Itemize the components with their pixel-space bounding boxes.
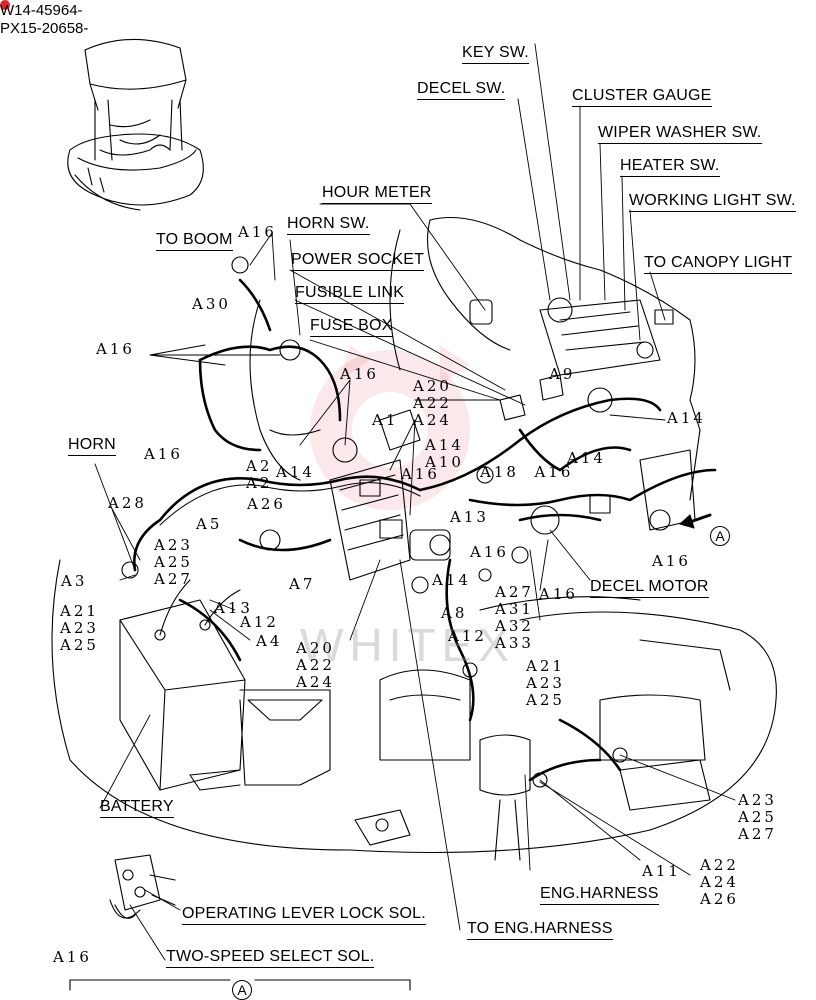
ref-a12: A12 <box>240 613 279 631</box>
ref-a3: A3 <box>61 572 88 590</box>
ref-a20-a22-a24-top: A20 A22 A24 <box>413 377 452 429</box>
ref-a16-mid: A16 <box>340 365 379 383</box>
label-battery: BATTERY <box>100 798 174 818</box>
ref-a8: A8 <box>441 604 468 622</box>
ref-a1: A1 <box>372 411 399 429</box>
label-to-boom: TO BOOM <box>156 231 233 251</box>
label-decel-sw: DECEL SW. <box>417 80 506 100</box>
label-fuse-box: FUSE BOX <box>310 317 393 337</box>
ref-a13-b: A13 <box>214 599 253 617</box>
label-to-eng-harness: TO ENG.HARNESS <box>467 920 613 940</box>
ref-a4: A4 <box>256 632 283 650</box>
leader-lines <box>94 43 736 961</box>
watermark: WHITEX <box>300 619 515 671</box>
ref-a16-detail: A16 <box>53 948 92 966</box>
label-fusible-link: FUSIBLE LINK <box>295 284 405 304</box>
label-horn-sw: HORN SW. <box>287 215 370 235</box>
ref-a16-left: A16 <box>96 340 135 358</box>
red-marker-icon <box>0 0 10 10</box>
label-key-sw: KEY SW. <box>462 44 529 64</box>
label-cluster-gauge: CLUSTER GAUGE <box>572 87 712 107</box>
ref-a30: A30 <box>192 295 231 313</box>
ref-a16-decel: A16 <box>539 585 578 603</box>
label-heater-sw: HEATER SW. <box>620 157 720 177</box>
ref-a12-b: A12 <box>448 627 487 645</box>
logo-watermark <box>310 345 470 510</box>
ref-a14-right: A14 <box>667 409 706 427</box>
ref-a11: A11 <box>642 862 681 880</box>
label-wiper-washer-sw: WIPER WASHER SW. <box>598 124 762 144</box>
detail-a-marker: A <box>710 526 730 546</box>
label-power-socket: POWER SOCKET <box>291 251 425 271</box>
serial-1: W14-45964- <box>0 2 83 19</box>
ref-a28: A28 <box>108 494 147 512</box>
label-to-canopy-light: TO CANOPY LIGHT <box>644 254 793 274</box>
ref-a2-a21: A2 A2 <box>246 457 273 492</box>
ref-a5: A5 <box>196 515 223 533</box>
ref-a16-top: A16 <box>238 223 277 241</box>
ref-a21-a23-a25-bat: A21 A23 A25 <box>60 602 99 654</box>
ref-a10-a14: A14 A10 <box>425 436 464 471</box>
ref-a14-a: A14 <box>276 463 315 481</box>
label-operating-lever-lock-sol: OPERATING LEVER LOCK SOL. <box>182 905 426 925</box>
label-horn: HORN <box>68 436 116 456</box>
ref-a16-c: A16 <box>401 465 440 483</box>
ref-a26: A26 <box>247 495 286 513</box>
detail-a-caption: A <box>232 980 252 1000</box>
ref-a13: A13 <box>450 508 489 526</box>
ref-a16-e: A16 <box>470 543 509 561</box>
label-two-speed-select-sol: TWO-SPEED SELECT SOL. <box>166 948 375 968</box>
ref-a16-horn: A16 <box>144 445 183 463</box>
label-eng-harness: ENG.HARNESS <box>540 885 659 905</box>
frame-outline <box>51 217 777 861</box>
battery-outline <box>119 579 246 791</box>
label-decel-motor: DECEL MOTOR <box>590 578 709 598</box>
ref-a22-a24-a26: A22 A24 A26 <box>700 856 739 908</box>
ref-a16-right: A16 <box>652 552 691 570</box>
ref-a7: A7 <box>289 575 316 593</box>
ref-a21-a23-a25-mid: A21 A23 A25 <box>526 657 565 709</box>
label-working-light-sw: WORKING LIGHT SW. <box>629 192 796 212</box>
ref-a18-a16: A18 A16 <box>480 463 574 481</box>
ref-a27-a31-a32-a33: A27 A31 A32 A33 <box>495 583 534 652</box>
ref-a23-a25-a27-right: A23 A25 A27 <box>738 791 777 843</box>
fuse-box-cluster <box>329 374 564 581</box>
ref-a23-a25-a27-left: A23 A25 A27 <box>154 536 193 588</box>
label-hour-meter: HOUR METER <box>322 184 432 204</box>
ref-a20-a22-a24-bot: A20 A22 A24 <box>296 639 335 691</box>
ref-a14-c: A14 <box>432 571 471 589</box>
canopy-thumbnail <box>67 38 204 211</box>
ref-a9: A9 <box>549 365 576 383</box>
ref-a14-b: A14 <box>567 449 606 467</box>
serial-2: PX15-20658- <box>0 20 89 37</box>
detail-a-arrow <box>688 513 712 524</box>
solenoid-detail <box>69 854 411 991</box>
